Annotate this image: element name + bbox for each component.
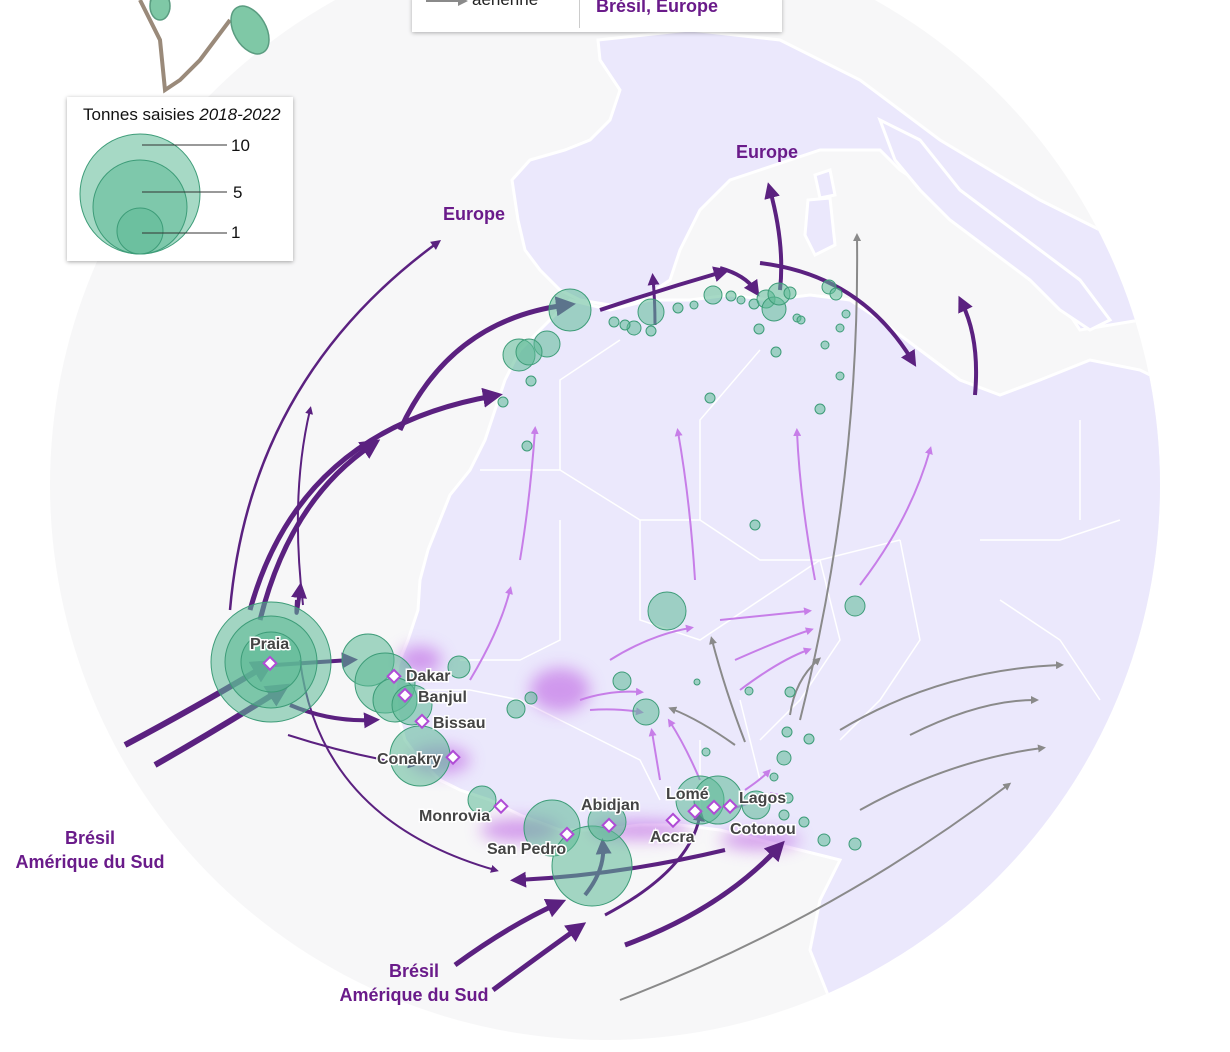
city-label-accra: Accra xyxy=(650,829,695,846)
legend-value-5: 5 xyxy=(233,183,243,202)
air-arrow-icon xyxy=(426,0,468,6)
maritime-routes xyxy=(123,182,979,993)
city-markers xyxy=(262,655,738,843)
air-routes xyxy=(619,233,1064,1001)
legend-title-text: Tonnes saisies xyxy=(83,105,195,124)
region-label-bresil-left: Brésil xyxy=(65,828,115,848)
land-sardinia xyxy=(803,196,837,258)
city-label-banjul: Banjul xyxy=(418,689,467,706)
region-label-bresil-bottom: Brésil xyxy=(389,961,439,981)
legend-period: 2018-2022 xyxy=(199,105,281,124)
city-label-lome: Lomé xyxy=(666,786,709,803)
region-label-south-america-bottom: Amérique du Sud xyxy=(339,985,488,1005)
city-label-abidjan: Abidjan xyxy=(581,797,640,814)
land-routes xyxy=(469,426,933,809)
coca-branch-illustration xyxy=(138,0,270,94)
city-label-monrovia: Monrovia xyxy=(419,808,490,825)
legend-title: Tonnes saisies 2018-2022 xyxy=(83,105,281,125)
region-label-south-america-left: Amérique du Sud xyxy=(15,852,164,872)
region-label-europe-west: Europe xyxy=(443,204,505,224)
city-label-bissau: Bissau xyxy=(433,715,485,732)
destination-label: Brésil, Europe xyxy=(596,0,719,16)
legend-value-10: 10 xyxy=(231,136,250,155)
air-route-label: aérienne xyxy=(472,0,538,10)
city-label-san-pedro: San Pedro xyxy=(487,841,566,858)
city-label-cotonou: Cotonou xyxy=(730,821,796,838)
land-italy xyxy=(877,116,1113,332)
region-label-europe-east: Europe xyxy=(736,142,798,162)
legend-value-1: 1 xyxy=(231,223,241,242)
route-type-legend: aérienne Brésil, Europe xyxy=(412,0,782,32)
city-label-lagos: Lagos xyxy=(739,790,786,807)
land-corsica xyxy=(813,168,837,200)
seizure-size-legend: Tonnes saisies 2018-2022 10 5 1 xyxy=(67,97,293,261)
city-label-dakar: Dakar xyxy=(406,668,450,685)
city-label-praia: Praia xyxy=(250,636,289,653)
legend-circles xyxy=(79,133,227,255)
country-borders xyxy=(420,339,1121,810)
legend-divider xyxy=(579,0,580,28)
city-label-conakry: Conakry xyxy=(377,751,441,768)
